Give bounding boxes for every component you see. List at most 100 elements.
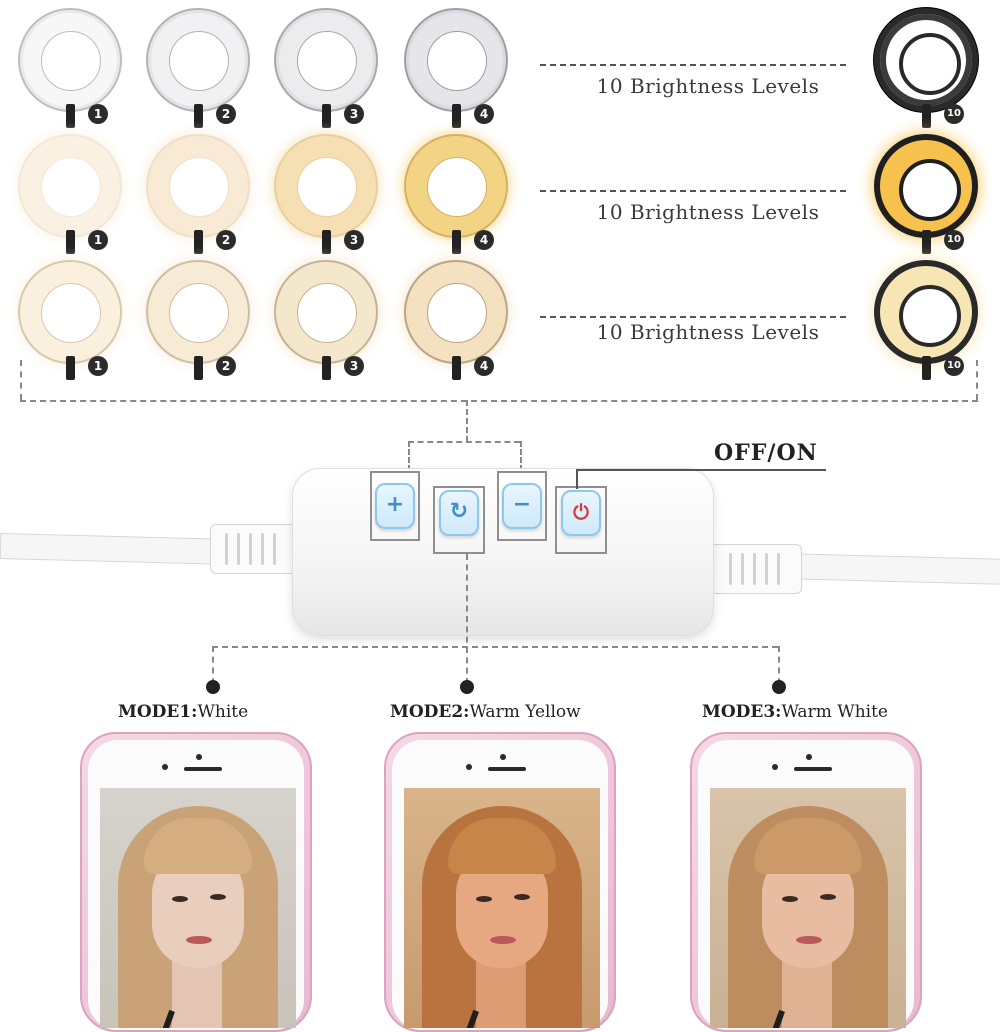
ring-stand-stem (66, 356, 75, 380)
brightness-up-button[interactable]: + (375, 483, 415, 529)
level-badge: 1 (88, 104, 108, 124)
ring-light-level-1 (18, 260, 122, 364)
level-badge: 3 (344, 230, 364, 250)
eye-left (782, 896, 798, 902)
lips (490, 936, 516, 944)
mode3-label: MODE3:Warm White (702, 702, 888, 722)
buttons-bracket-top (408, 441, 520, 443)
mode1-dot (206, 680, 220, 694)
level-badge-max: 10 (944, 356, 964, 376)
front-camera (806, 754, 812, 760)
front-sensor (466, 764, 472, 770)
front-sensor (772, 764, 778, 770)
level-badge-max: 10 (944, 230, 964, 250)
rings-bracket-stem (466, 400, 468, 442)
brightness-dashed-line (540, 316, 846, 318)
mode1-label: MODE1:White (118, 702, 249, 722)
ring-stand-stem (452, 356, 461, 380)
mode3-connector (778, 646, 780, 684)
power-button[interactable]: ⏻ (561, 490, 601, 536)
off-on-pointer-drop (576, 469, 578, 489)
ring-light-level-10 (874, 260, 978, 364)
ring-stand-stem (66, 104, 75, 128)
ring-light-level-1 (18, 8, 122, 112)
ring-stand-stem (922, 356, 931, 380)
brightness-levels-label: 10 Brightness Levels (596, 200, 820, 224)
bangs (448, 818, 556, 874)
minus-icon: − (512, 492, 532, 517)
front-camera (500, 754, 506, 760)
brightness-levels-label: 10 Brightness Levels (596, 320, 820, 344)
bangs (754, 818, 862, 874)
ring-stand-stem (452, 230, 461, 254)
brightness-down-button[interactable]: − (502, 483, 542, 529)
selfie-photo (710, 788, 906, 1028)
mode-button-highlight (433, 486, 485, 554)
eye-left (172, 896, 188, 902)
ring-stand-stem (452, 104, 461, 128)
bangs (144, 818, 252, 874)
level-badge: 2 (216, 104, 236, 124)
brightness-dashed-line (540, 64, 846, 66)
ring-stand-stem (322, 230, 331, 254)
level-badge-max: 10 (944, 104, 964, 124)
eye-right (210, 894, 226, 900)
earpiece-speaker (794, 767, 832, 771)
ring-stand-stem (194, 230, 203, 254)
ring-stand-stem (322, 104, 331, 128)
cable-right (779, 552, 1000, 586)
ring-stand-stem (322, 356, 331, 380)
mode3-dot (772, 680, 786, 694)
power-button-highlight (555, 486, 607, 554)
mode-cycle-icon: ↻ (449, 499, 469, 524)
level-badge: 4 (474, 356, 494, 376)
selfie-photo (404, 788, 600, 1028)
rings-bracket-bottom (20, 400, 978, 402)
neck (172, 958, 222, 1028)
phone-preview-mode1 (80, 732, 312, 1032)
selfie-photo (100, 788, 296, 1028)
earpiece-speaker (488, 767, 526, 771)
level-badge: 4 (474, 230, 494, 250)
ring-light-level-1 (18, 134, 122, 238)
mode-switch-button[interactable]: ↻ (439, 490, 479, 536)
phone-front (392, 740, 608, 1030)
ring-stand-stem (922, 104, 931, 128)
level-badge: 3 (344, 104, 364, 124)
mode1-connector (212, 646, 214, 684)
ring-light-level-3 (274, 8, 378, 112)
level-badge: 3 (344, 356, 364, 376)
level-badge: 2 (216, 356, 236, 376)
eye-left (476, 896, 492, 902)
cable-left (0, 532, 233, 566)
level-badge: 1 (88, 230, 108, 250)
plus-button-highlight (370, 471, 420, 541)
rings-bracket-right (976, 360, 978, 400)
neck (782, 958, 832, 1028)
power-icon: ⏻ (573, 500, 589, 524)
ring-light-level-10 (874, 8, 978, 112)
level-badge: 4 (474, 104, 494, 124)
rings-bracket-left (20, 360, 22, 400)
ring-light-level-4 (404, 8, 508, 112)
buttons-bracket-right (520, 441, 522, 471)
ring-light-level-3 (274, 260, 378, 364)
ring-light-level-2 (146, 260, 250, 364)
eye-right (514, 894, 530, 900)
minus-button-highlight (497, 471, 547, 541)
off-on-pointer-line (576, 469, 826, 471)
off-on-label: OFF/ON (714, 440, 818, 466)
ring-light-level-10 (874, 134, 978, 238)
phone-front (698, 740, 914, 1030)
plus-icon: + (385, 492, 405, 517)
lips (186, 936, 212, 944)
ring-stand-stem (922, 230, 931, 254)
mode2-dot (460, 680, 474, 694)
front-sensor (162, 764, 168, 770)
ring-light-level-4 (404, 260, 508, 364)
ring-light-level-4 (404, 134, 508, 238)
phone-front (88, 740, 304, 1030)
